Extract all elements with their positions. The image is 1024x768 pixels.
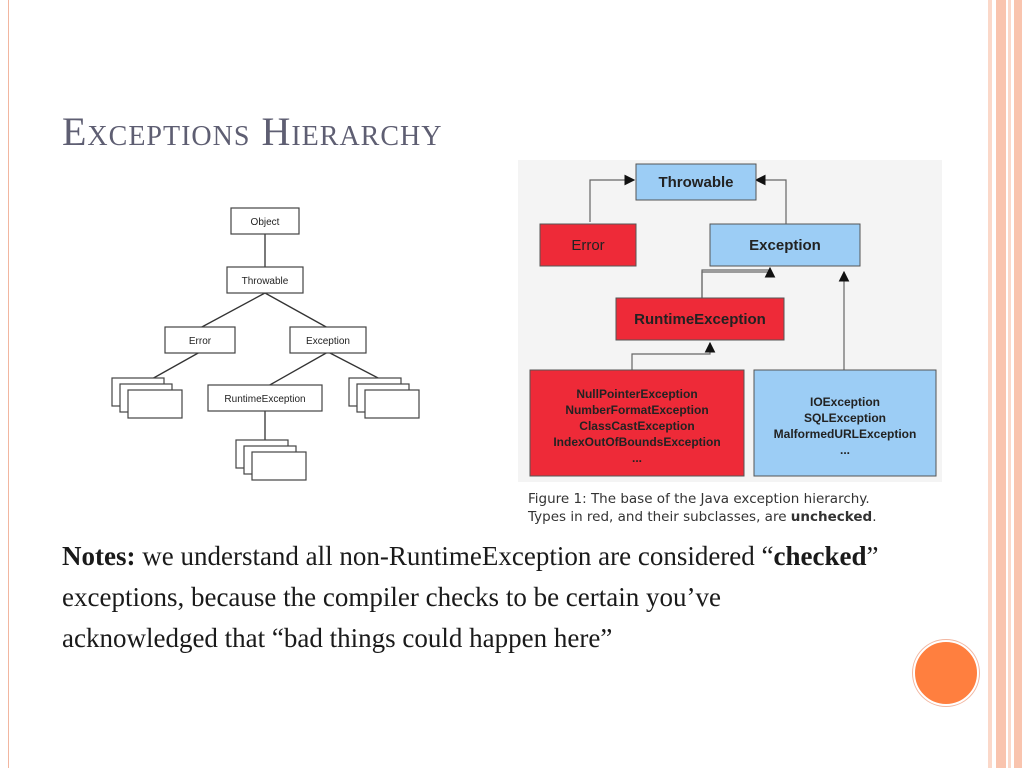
notes-paragraph: Notes: we understand all non-RuntimeExce… bbox=[62, 536, 882, 659]
runtime-exception-node bbox=[207, 384, 323, 412]
connector bbox=[264, 292, 329, 329]
caption-unchecked: unchecked bbox=[790, 509, 873, 525]
runtime-exception-label: RuntimeException bbox=[224, 394, 305, 405]
throwable-text: Throwable bbox=[658, 174, 733, 191]
checked-class-item: SQLException bbox=[804, 411, 886, 425]
stripe bbox=[996, 0, 1006, 768]
exception-box bbox=[709, 223, 861, 267]
checked-class-item: IOException bbox=[810, 395, 880, 409]
stripe bbox=[988, 0, 992, 768]
error-text: Error bbox=[571, 237, 604, 254]
checked-class-item: ... bbox=[840, 443, 850, 457]
notes-text-1: we understand all non-RuntimeException a… bbox=[135, 541, 774, 571]
subclass-box bbox=[364, 389, 420, 419]
connector bbox=[327, 351, 383, 381]
notes-text-2: ” exceptions, because the compiler check… bbox=[62, 541, 879, 653]
simple-hierarchy-diagram: Object Throwable Error Exception Runtime… bbox=[100, 198, 430, 498]
connector bbox=[701, 269, 770, 299]
decorative-orange-circle bbox=[913, 640, 979, 706]
connector bbox=[199, 292, 266, 329]
unchecked-class-item: IndexOutOfBoundsException bbox=[553, 435, 720, 449]
unchecked-class-item: NumberFormatException bbox=[565, 403, 708, 417]
connector bbox=[149, 351, 201, 381]
stripe bbox=[1008, 0, 1011, 768]
exception-text: Exception bbox=[749, 237, 821, 254]
object-label: Object bbox=[251, 217, 280, 228]
caption-prefix: Types in red, and their subclasses, are bbox=[528, 509, 791, 525]
notes-label: Notes: bbox=[62, 541, 136, 571]
slide-border-line bbox=[8, 0, 9, 768]
runtime-exception-text: RuntimeException bbox=[634, 311, 766, 328]
subclass-box bbox=[127, 389, 183, 419]
java-exception-figure: Throwable Error Exception RuntimeExcepti… bbox=[518, 160, 942, 482]
arrow-error-throwable bbox=[589, 174, 636, 222]
stripe bbox=[1014, 0, 1022, 768]
throwable-box bbox=[635, 163, 757, 201]
connector bbox=[267, 351, 329, 387]
checked-list: IOExceptionSQLExceptionMalformedURLExcep… bbox=[774, 395, 917, 457]
checked-class-item: MalformedURLException bbox=[774, 427, 917, 441]
notes-checked: checked bbox=[773, 541, 867, 571]
arrow-runtime-exception bbox=[701, 266, 776, 299]
unchecked-class-item: NullPointerException bbox=[576, 387, 697, 401]
unchecked-class-item: ClassCastException bbox=[579, 419, 694, 433]
arrow-exception-throwable bbox=[754, 174, 787, 226]
unchecked-class-item: ... bbox=[632, 451, 642, 465]
exception-node bbox=[289, 326, 367, 354]
error-box bbox=[539, 223, 637, 267]
caption-line-2: Types in red, and their subclasses, are … bbox=[528, 508, 948, 526]
checked-subclasses-box bbox=[753, 369, 937, 477]
error-node bbox=[164, 326, 236, 354]
caption-line-1: Figure 1: The base of the Java exception… bbox=[528, 491, 870, 507]
caption-suffix: . bbox=[872, 509, 877, 525]
unchecked-list: NullPointerExceptionNumberFormatExceptio… bbox=[553, 387, 720, 465]
throwable-label: Throwable bbox=[242, 276, 289, 287]
subclass-box bbox=[251, 451, 307, 481]
throwable-node bbox=[226, 266, 304, 294]
unchecked-subclasses-box bbox=[529, 369, 745, 477]
error-label: Error bbox=[189, 336, 212, 347]
exception-label: Exception bbox=[306, 336, 350, 347]
decorative-stripes bbox=[988, 0, 1024, 768]
runtime-exception-box bbox=[615, 297, 785, 341]
object-node bbox=[230, 207, 300, 235]
figure-caption: Figure 1: The base of the Java exception… bbox=[528, 490, 948, 526]
slide-title: Exceptions Hierarchy bbox=[62, 109, 443, 154]
arrow-unchecked-runtime bbox=[631, 341, 716, 370]
